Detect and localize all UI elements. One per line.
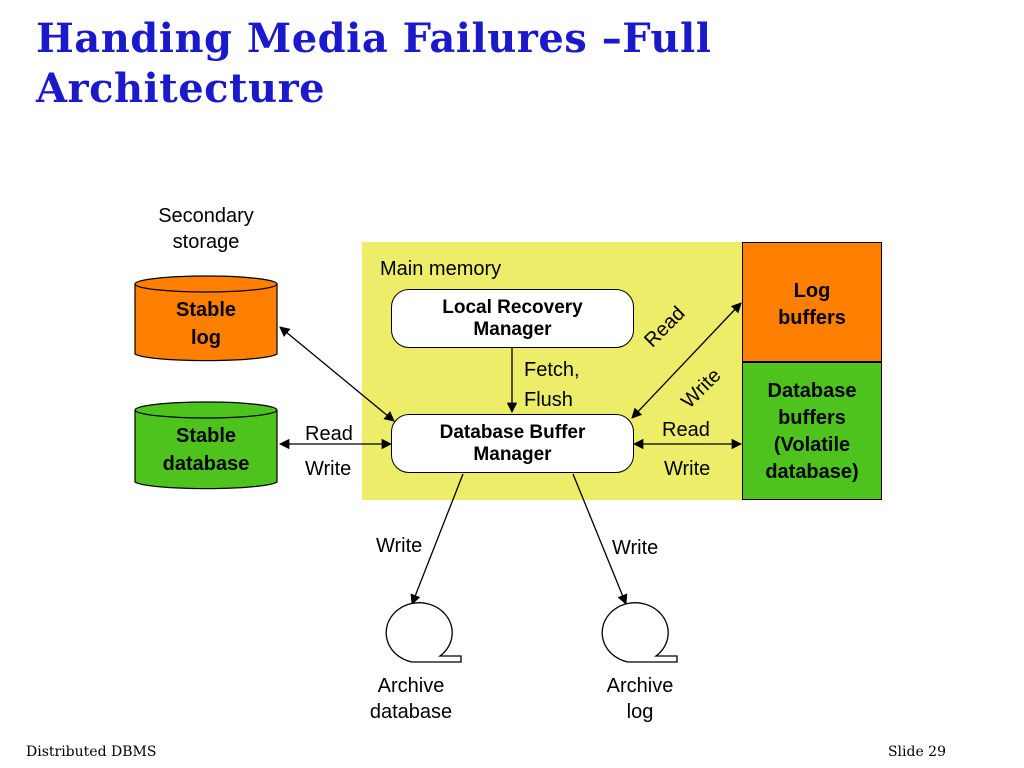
database-buffer-manager-box: Database Buffer Manager: [391, 414, 634, 473]
footer-slide-number: Slide 29: [887, 744, 946, 760]
write-right-label: Write: [664, 458, 711, 480]
arrow-buffer-manager-to-log-buffers: [631, 302, 742, 419]
local-recovery-manager-box: Local Recovery Manager: [391, 289, 634, 348]
database-buffers-box: [742, 362, 882, 500]
stable-database-label: Stable database: [162, 425, 250, 475]
stable-database-cylinder: [134, 401, 278, 490]
database-buffer-manager-line1: Database Buffer: [439, 421, 586, 443]
database-buffers-label: Database buffers (Volatile database): [765, 380, 859, 483]
archive-log-label: Archive log: [606, 675, 674, 723]
archive-database-tape-icon: [385, 602, 462, 663]
arrow-write-archive-database: [410, 473, 464, 605]
archive-database-label: Archive database: [369, 675, 453, 723]
fetch-flush-label: Fetch, Flush: [524, 359, 580, 411]
write-left-label: Write: [305, 458, 352, 480]
database-buffer-manager-line2: Manager: [473, 443, 552, 465]
secondary-storage-label: Secondary storage: [158, 205, 254, 253]
local-recovery-manager-line2: Manager: [473, 318, 552, 340]
arrow-write-archive-log: [572, 473, 628, 605]
local-recovery-manager-line1: Local Recovery: [442, 296, 583, 318]
write-archive-log-label: Write: [612, 537, 659, 559]
write-archive-database-label: Write: [376, 535, 423, 557]
log-buffers-box: [742, 242, 882, 362]
stable-log-label: Stable log: [175, 299, 237, 349]
footer-course: Distributed DBMS: [26, 744, 157, 760]
read-left-label: Read: [305, 423, 353, 445]
slide-title: Handing Media Failures –Full Architectur…: [36, 15, 712, 112]
stable-log-cylinder: [134, 275, 278, 362]
arrow-stable-log-to-buffer-manager: [279, 326, 395, 422]
read-right-label: Read: [662, 419, 710, 441]
main-memory-label: Main memory: [380, 258, 502, 280]
archive-log-tape-icon: [601, 602, 678, 663]
log-buffers-label: Log buffers: [778, 280, 846, 329]
